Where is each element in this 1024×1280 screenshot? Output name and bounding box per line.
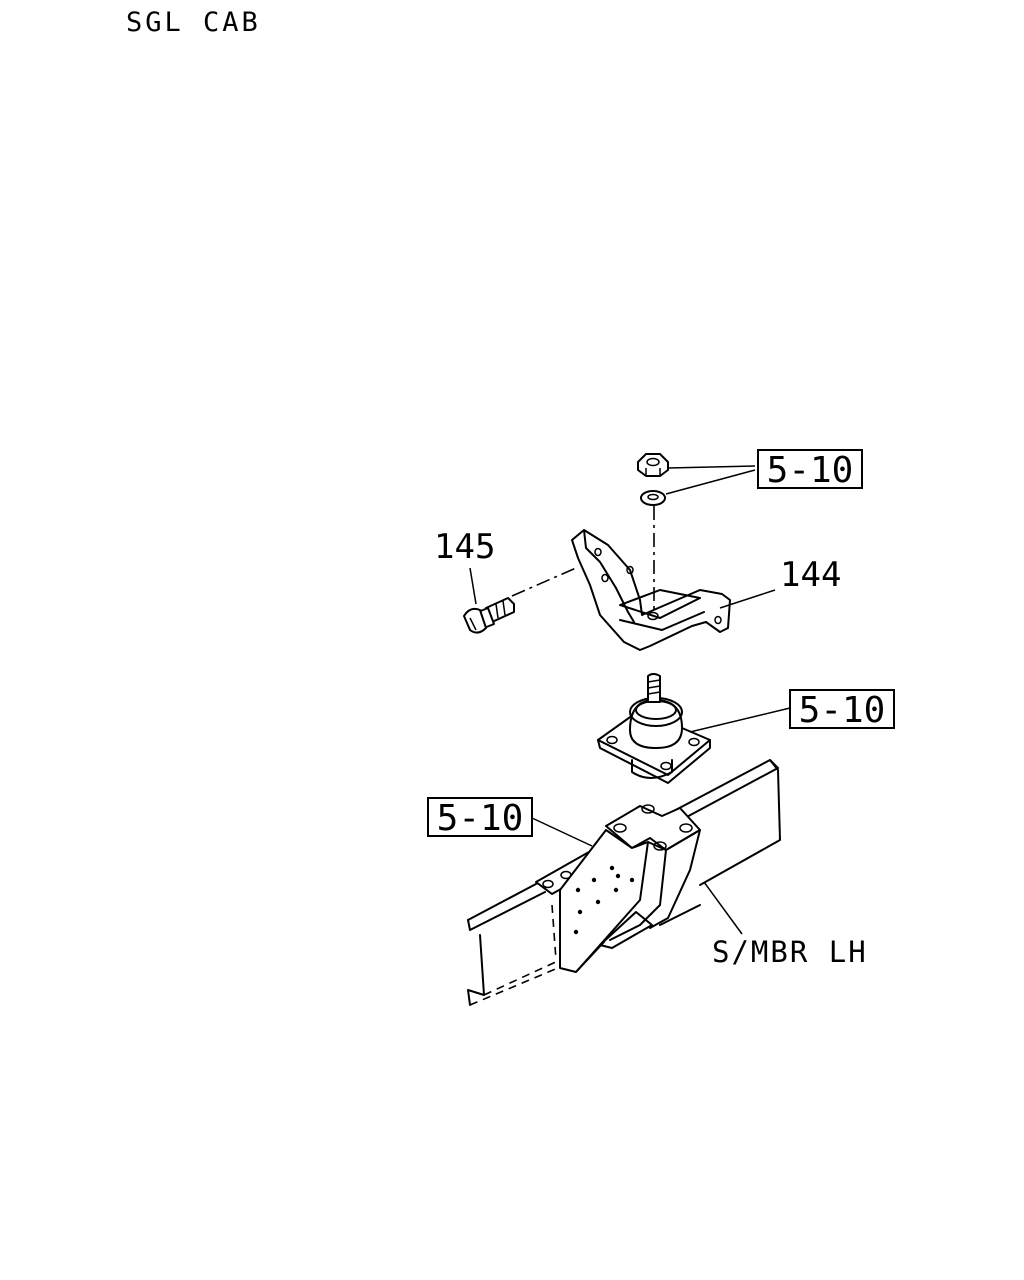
ref-label-mount: 5-10 (799, 690, 886, 731)
bolt-145 (463, 597, 515, 634)
frame-bracket (535, 804, 701, 973)
nut-and-washer (637, 453, 669, 506)
part-number-145: 145 (434, 527, 495, 567)
ref-box-nut-washer (757, 449, 863, 489)
ref-box-frame-bracket (427, 797, 533, 837)
cab-mount-rubber (597, 673, 711, 784)
cab-bracket-144 (571, 529, 731, 651)
ref-box-mount (789, 689, 895, 729)
part-number-144: 144 (780, 555, 841, 595)
page-title: SGL CAB (126, 7, 261, 38)
leader-lines (469, 465, 791, 935)
centerline-bolt (511, 567, 577, 597)
ref-label-nut-washer: 5-10 (767, 450, 854, 491)
ref-label-frame-bracket: 5-10 (437, 798, 524, 839)
frame-member-label: S/MBR LH (712, 935, 868, 969)
